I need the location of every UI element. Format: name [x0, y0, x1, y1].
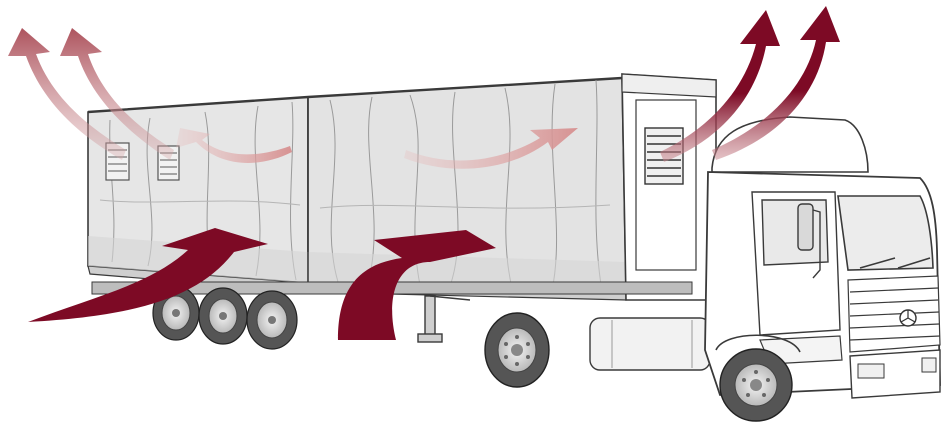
- front-wheel: [720, 349, 792, 421]
- radiator-grille: [848, 276, 940, 352]
- drive-wheel: [485, 313, 549, 387]
- wheel-icon: [199, 288, 247, 344]
- fuel-tank: [590, 318, 710, 370]
- windshield: [838, 196, 933, 270]
- headlight: [922, 358, 936, 372]
- landing-gear: [418, 296, 470, 342]
- cab-side-window: [762, 200, 828, 265]
- front-box: [622, 74, 716, 300]
- headlight: [858, 364, 884, 378]
- wheel-icon: [247, 291, 297, 349]
